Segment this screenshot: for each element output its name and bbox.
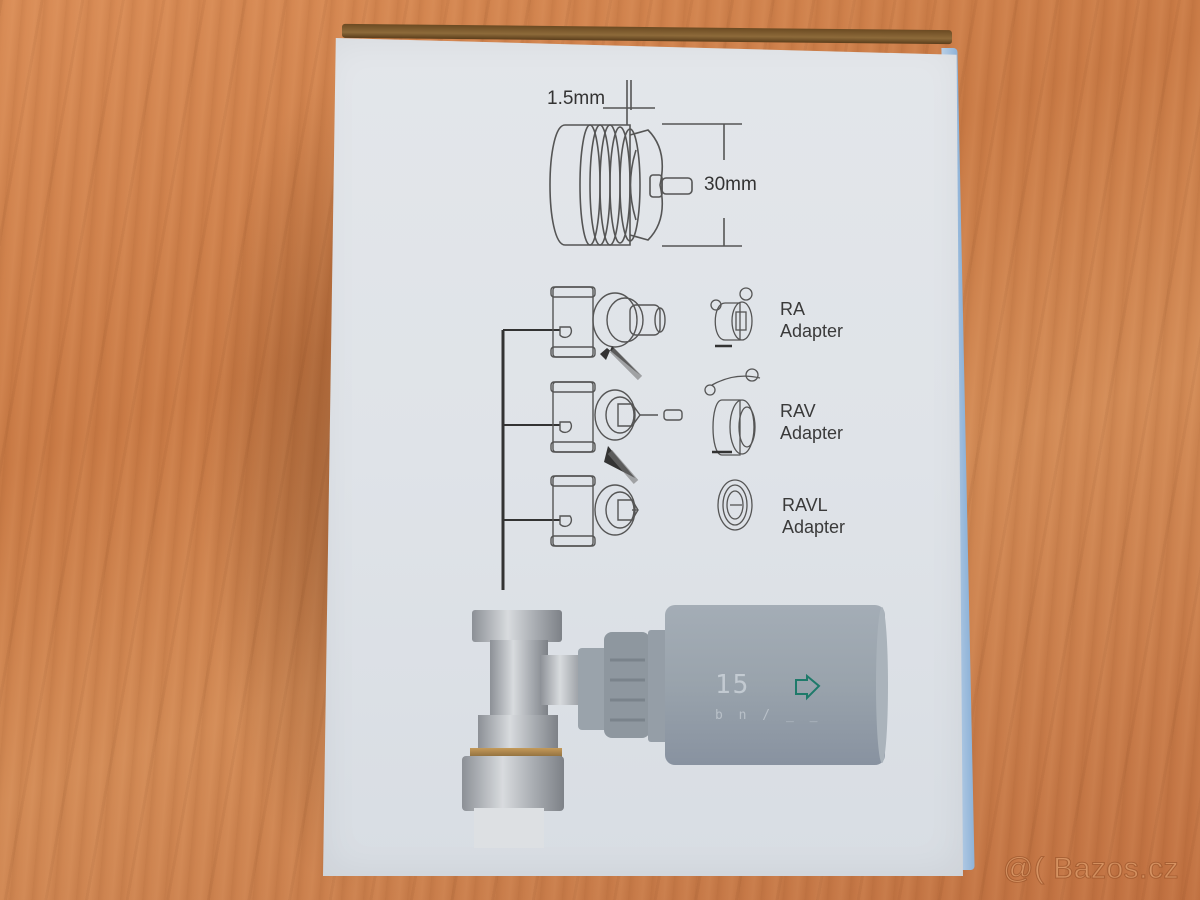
adapter-rav-name: RAV — [780, 401, 816, 421]
adapter-ravl-label: RAVL Adapter — [782, 494, 845, 538]
adapter-ra-type: Adapter — [780, 321, 844, 341]
thermostat-display-secondary: b n / _ _ — [715, 708, 822, 723]
adapter-rav-type: Adapter — [780, 423, 844, 443]
dimension-diagram — [549, 80, 742, 247]
valve-top-nut — [472, 610, 562, 642]
product-photo — [462, 605, 888, 848]
diameter-label: 30mm — [704, 174, 757, 195]
adapter-rav-label: RAV Adapter — [780, 400, 843, 444]
insertion-arrows — [600, 346, 643, 484]
adapter-ra-label: RA Adapter — [780, 298, 843, 342]
adapter-icons — [704, 287, 761, 531]
adapter-ravl-type: Adapter — [782, 517, 846, 537]
valve-compatibility-diagram — [501, 286, 683, 590]
bazos-watermark: @( Bazos.cz — [1003, 852, 1180, 886]
adapter-ravl-name: RAVL — [782, 495, 828, 515]
adapter-ra-name: RA — [780, 299, 806, 319]
thermostat-display-digits: 15 — [715, 670, 751, 700]
thermostat-head — [665, 605, 885, 765]
thread-pitch-label: 1.5mm — [547, 88, 606, 109]
home-icon — [795, 674, 821, 701]
